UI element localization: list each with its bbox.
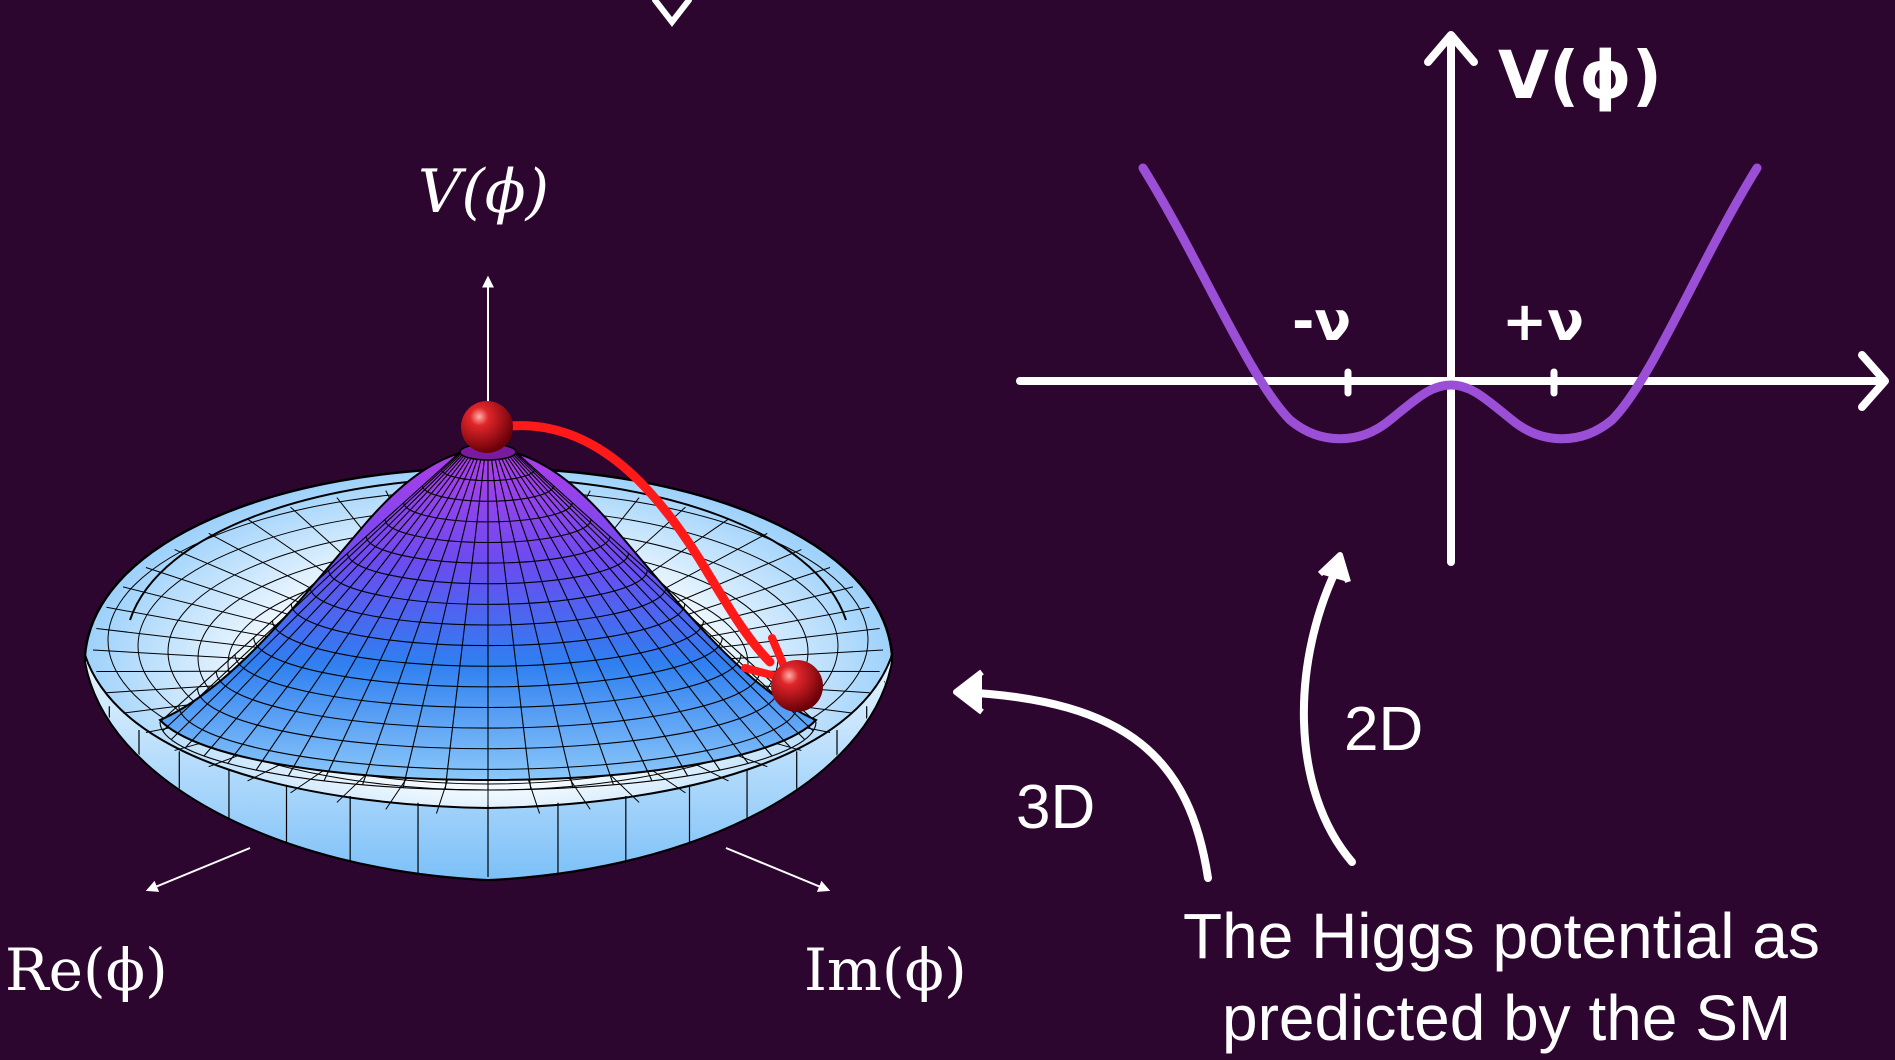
minus-vev-label: -ν: [1292, 290, 1351, 353]
v-axis-label-3d: V(ϕ): [418, 157, 549, 227]
arrow-icon: [953, 669, 984, 715]
im-axis-label: Im(ϕ): [804, 936, 967, 1004]
arrow-label-3d: 3D: [1016, 773, 1095, 842]
ball-icon: [461, 401, 513, 453]
arrow-icon: [652, 0, 692, 27]
arrow-icon: [1299, 558, 1356, 866]
y-axis-label-2d: V(ϕ): [1498, 37, 1662, 114]
plus-vev-label: +ν: [1502, 290, 1584, 353]
arrow-icon: [1317, 552, 1351, 583]
potential-plot-2d: V(ϕ) -ν +ν: [1016, 31, 1889, 566]
caption-line-1: The Higgs potential as: [1183, 900, 1820, 972]
arrow-icon: [956, 688, 1212, 882]
caption-line-2: predicted by the SM: [1222, 982, 1791, 1054]
ball-icon: [771, 660, 823, 712]
x-axis-arrowhead: [1858, 351, 1889, 411]
potential-curve: [1138, 163, 1762, 444]
re-axis-3d: [145, 847, 251, 892]
y-axis-arrowhead: [1424, 31, 1478, 66]
re-axis-label: Re(ϕ): [5, 936, 168, 1004]
im-axis-3d: [725, 847, 831, 892]
roll-path-arrow: [505, 421, 775, 667]
arrow-label-2d: 2D: [1344, 695, 1423, 764]
